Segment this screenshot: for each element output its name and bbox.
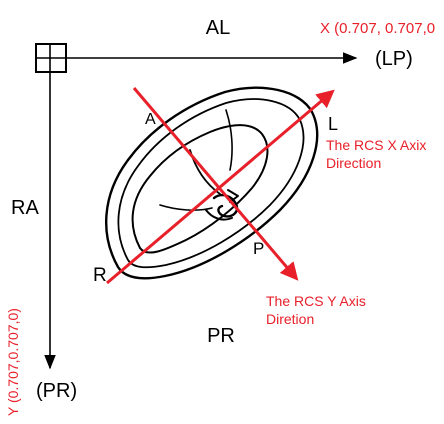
rcs-y-label-line1: The RCS Y Axis: [266, 293, 366, 309]
label-ra: RA: [11, 197, 39, 219]
rcs-x-label-line2: Direction: [326, 155, 381, 171]
label-pr-center: PR: [207, 325, 235, 347]
rcs-x-label-line1: The RCS X Axix: [326, 137, 426, 153]
x-vector-label: X (0.707, 0.707,0: [320, 20, 435, 37]
label-pr-bottom: (PR): [36, 380, 77, 402]
rcs-y-axis-arrow: [132, 87, 299, 281]
heart-label-l: L: [328, 114, 338, 134]
heart-label-a: A: [145, 111, 156, 128]
heart-label-p: P: [253, 239, 264, 258]
heart-outline-drawing: [105, 86, 319, 280]
heart-label-r: R: [93, 265, 107, 286]
rcs-y-label-line2: Diretion: [266, 311, 314, 327]
label-al: AL: [206, 17, 230, 39]
label-lp: (LP): [375, 48, 413, 70]
y-vector-label: Y (0.707,0.707,0): [5, 308, 21, 416]
